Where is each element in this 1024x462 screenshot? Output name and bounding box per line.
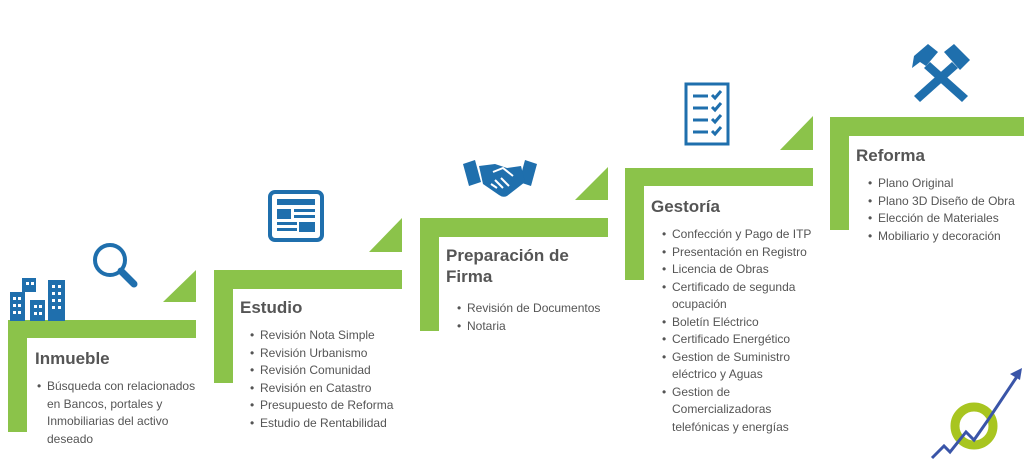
list-item: Revisión Comunidad [250,362,430,380]
list-item: Plano Original [868,175,1024,193]
list-item: Búsqueda con relacionados en Bancos, por… [37,378,207,448]
list-item: Confección y Pago de ITP [662,226,832,244]
list-item: Gestion de Comercializadoras telefónicas… [662,384,832,437]
step-4-list: Confección y Pago de ITP Presentación en… [660,226,832,436]
step-4-title: Gestoría [651,197,720,216]
step-5-side-bar [830,117,849,230]
step-2-top-bar [214,270,402,289]
newspaper-icon [268,190,324,242]
list-item: Revisión Nota Simple [250,327,430,345]
step-1-arrow [163,270,196,302]
list-item: Certificado de segunda ocupación [662,279,832,314]
step-5-list: Plano Original Plano 3D Diseño de Obra E… [866,175,1024,245]
step-2-list: Revisión Nota Simple Revisión Urbanismo … [248,327,430,432]
list-item: Revisión de Documentos [457,300,627,318]
growth-logo-icon [930,368,1022,460]
list-item: Licencia de Obras [662,261,832,279]
step-3-title: Preparación de Firma [446,246,569,286]
step-3-list: Revisión de Documentos Notaria [455,300,627,335]
list-item: Presentación en Registro [662,244,832,262]
step-5-top-bar [830,117,1024,136]
list-item: Mobiliario y decoración [868,228,1024,246]
list-item: Notaria [457,318,627,336]
list-item: Presupuesto de Reforma [250,397,430,415]
buildings-icon [10,278,65,321]
step-5-title: Reforma [856,146,925,165]
step-2-side-bar [214,270,233,383]
step-4-side-bar [625,168,644,280]
list-item: Boletín Eléctrico [662,314,832,332]
step-2-arrow [369,218,402,252]
list-item: Estudio de Rentabilidad [250,415,430,433]
list-item: Certificado Energético [662,331,832,349]
step-3-arrow [575,167,608,200]
hammers-icon [912,44,970,102]
step-1-list: Búsqueda con relacionados en Bancos, por… [35,378,207,448]
step-2-title: Estudio [240,298,303,317]
list-item: Revisión en Catastro [250,380,430,398]
list-item: Gestion de Suministro eléctrico y Aguas [662,349,832,384]
search-icon [93,243,138,288]
step-1-top-bar [8,320,196,338]
handshake-icon [463,160,537,197]
step-3-side-bar [420,218,439,331]
step-4-top-bar [625,168,813,186]
list-item: Elección de Materiales [868,210,1024,228]
step-4-arrow [780,116,813,150]
list-item: Revisión Urbanismo [250,345,430,363]
step-1-side-bar [8,320,27,432]
checklist-icon [684,82,730,146]
step-3-top-bar [420,218,608,237]
list-item: Plano 3D Diseño de Obra [868,193,1024,211]
step-1-title: Inmueble [35,349,110,368]
